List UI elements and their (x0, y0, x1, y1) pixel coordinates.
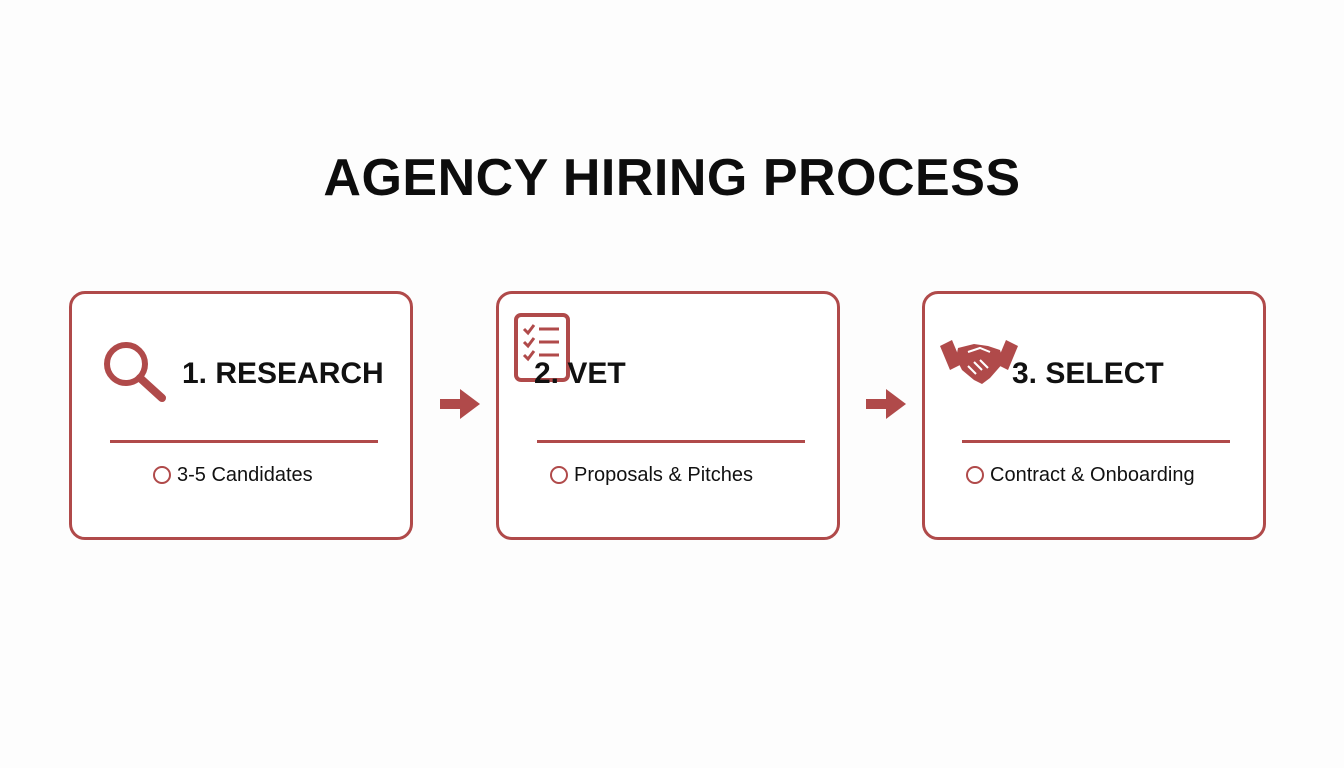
step-bullet-select: Contract & Onboarding (966, 462, 1195, 488)
arrow-right-icon (866, 389, 906, 419)
step-heading-vet: 2. VET (534, 357, 626, 390)
step-heading-research: 1. RESEARCH (182, 357, 384, 390)
step-card-select (922, 291, 1266, 540)
handshake-icon (940, 340, 1018, 384)
step-bullet-research: 3-5 Candidates (153, 462, 313, 488)
diagram-title: AGENCY HIRING PROCESS (323, 149, 1021, 207)
step-heading-select: 3. SELECT (1012, 357, 1164, 390)
step-card-research (69, 291, 413, 540)
bullet-text: Contract & Onboarding (990, 463, 1195, 486)
bullet-text: Proposals & Pitches (574, 463, 753, 486)
bullet-circle-icon (966, 466, 984, 484)
checklist-icon (514, 313, 570, 382)
step-bullet-vet: Proposals & Pitches (550, 462, 753, 488)
magnifying-glass-icon (104, 342, 166, 402)
step-card-vet (496, 291, 840, 540)
step-divider-vet (537, 440, 805, 443)
bullet-text: 3-5 Candidates (177, 463, 313, 486)
arrow-right-icon (440, 389, 480, 419)
step-divider-select (962, 440, 1230, 443)
step-divider-research (110, 440, 378, 443)
bullet-circle-icon (550, 466, 568, 484)
bullet-circle-icon (153, 466, 171, 484)
